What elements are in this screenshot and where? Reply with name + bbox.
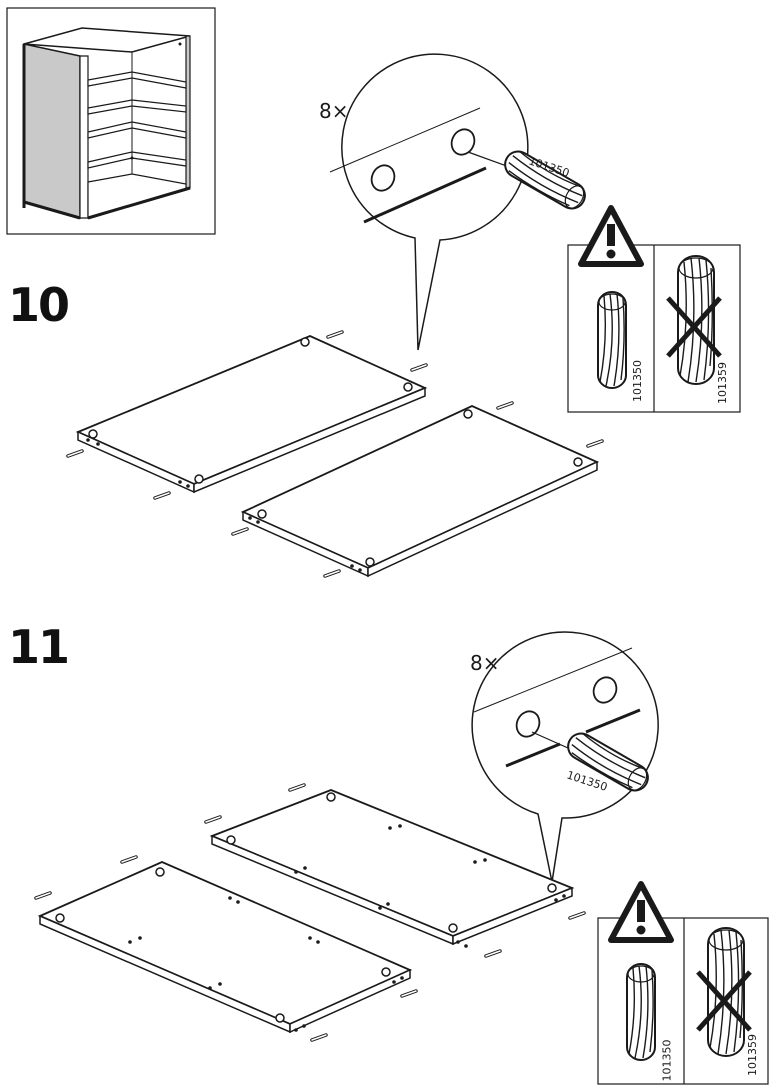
step-10-warning-box: 101350 101359 [567, 205, 741, 413]
step-11-panel-back [204, 783, 586, 958]
step-11-correct-code: 101350 [660, 1039, 674, 1082]
step-11-wrong-code: 101359 [746, 1034, 759, 1076]
step-10-number: 10 [8, 278, 70, 332]
step-10-panel-left [66, 330, 428, 500]
step-10-correct-code: 101350 [631, 360, 644, 402]
cross-icon [696, 970, 752, 1032]
step-10-detail-bubble: 8× 101350 [319, 53, 586, 351]
step-11-panel-front [34, 855, 418, 1042]
step-11-correct-code-wrap: 101350 [660, 1039, 674, 1082]
step-10-quantity: 8× [319, 99, 348, 123]
warning-triangle-icon [578, 205, 644, 267]
cabinet-overview [6, 7, 216, 235]
step-11-number: 11 [8, 620, 70, 674]
cross-icon [666, 296, 722, 358]
dowel-101350-icon [504, 150, 586, 210]
step-11-detail-bubble: 8× 101350 [470, 631, 659, 883]
step-11-quantity: 8× [470, 651, 499, 675]
warning-triangle-icon [608, 881, 674, 943]
dowel-101350-icon [567, 732, 649, 792]
step-10-panel-right [231, 401, 604, 578]
step-11-warning-box: 101359 [597, 881, 769, 1085]
step-10-wrong-code: 101359 [716, 362, 729, 404]
